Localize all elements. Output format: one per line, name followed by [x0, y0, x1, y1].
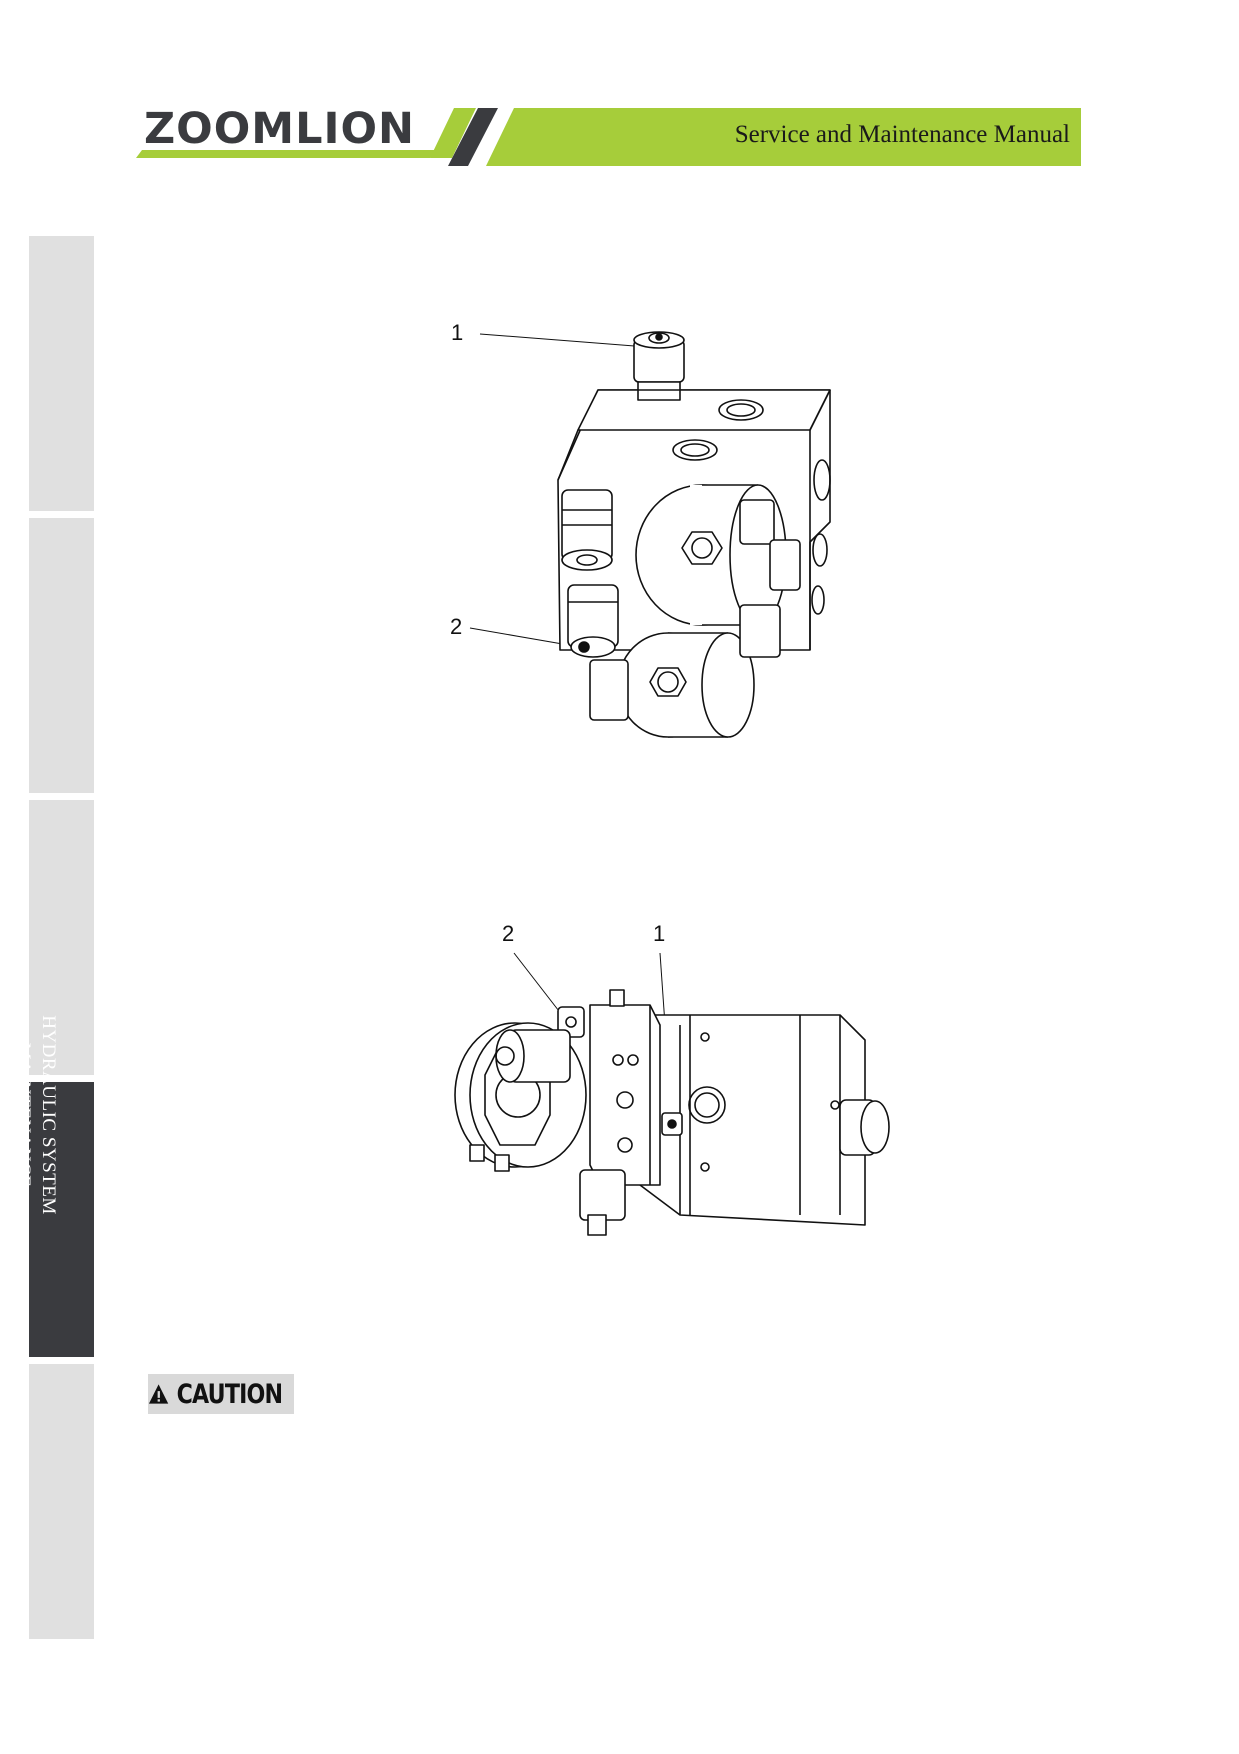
caution-label: CAUTION	[148, 1374, 294, 1414]
page-header: ZOOMLION Service and Maintenance Manual	[0, 0, 1239, 200]
side-tab-label-line1: HYDRAULIC SYSTEM	[38, 1015, 59, 1215]
zoomlion-logo: ZOOMLION	[144, 104, 416, 154]
side-tab-hydraulic-system-maintenance[interactable]	[29, 1082, 94, 1357]
callout-1-bottom: 1	[653, 921, 666, 946]
manual-title: Service and Maintenance Manual	[734, 121, 1070, 148]
warning-triangle-icon	[148, 1384, 169, 1404]
side-tab-1[interactable]	[29, 236, 94, 511]
side-tab-5[interactable]	[29, 1364, 94, 1639]
caution-text: CAUTION	[176, 1378, 283, 1410]
side-tab-3[interactable]	[29, 800, 94, 1075]
valve-block-figure: 1 2	[440, 310, 880, 740]
callout-1-top: 1	[451, 320, 464, 345]
side-tab-2[interactable]	[29, 518, 94, 793]
side-tab-label-line2: MAINTENANCE	[13, 1042, 34, 1188]
callout-2-top: 2	[450, 614, 463, 639]
pump-figure: 2 1	[440, 915, 890, 1255]
callout-2-bottom: 2	[502, 921, 515, 946]
valve-block-illustration	[469, 331, 831, 738]
header-banner	[136, 108, 1081, 166]
pump-illustration	[454, 952, 890, 1236]
side-tab-label: HYDRAULIC SYSTEM MAINTENANCE	[0, 1005, 61, 1225]
